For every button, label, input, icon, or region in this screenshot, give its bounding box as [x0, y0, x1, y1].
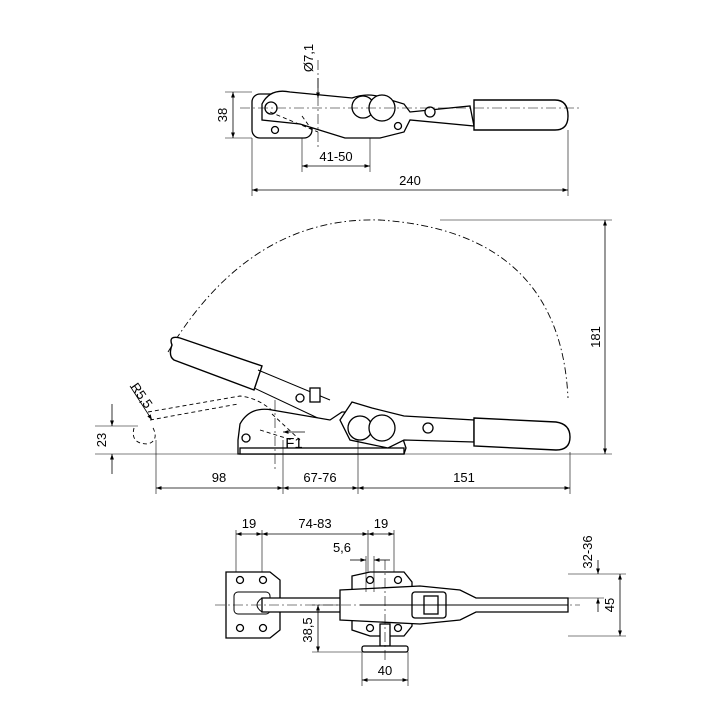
side-swing-arc	[167, 219, 569, 399]
base-plate-hole	[258, 623, 268, 633]
side-body-hole	[295, 393, 305, 403]
base-right-width-label: 19	[374, 516, 388, 531]
side-hidden-internal	[259, 413, 301, 441]
base-view: 19 74-83 19 5,6 32-36 45 38,5 40	[215, 516, 626, 686]
side-view: F1 181 23 R5,5 98 67-76 151	[94, 219, 612, 494]
base-body-hole	[393, 575, 403, 585]
base-plate-hole	[235, 623, 245, 633]
top-hole-2	[393, 121, 403, 131]
top-view: 38 Ø7,1 41-50 240	[215, 44, 580, 196]
base-spacing-label: 74-83	[298, 516, 331, 531]
side-handle-grip	[473, 417, 571, 451]
top-length-label: 240	[399, 173, 421, 188]
top-handle-grip	[473, 99, 569, 131]
side-force-label: F1	[285, 435, 303, 452]
base-body-hole	[365, 623, 375, 633]
side-body-hole	[241, 433, 251, 443]
base-plate-hole	[235, 575, 245, 585]
base-offset-label: 38,5	[300, 617, 315, 642]
side-link-block	[309, 387, 321, 403]
side-hook-height-label: 23	[94, 433, 109, 447]
top-pin-range-label: 41-50	[319, 149, 352, 164]
side-stroke-label: 67-76	[303, 470, 336, 485]
base-overall-height-label: 45	[602, 598, 617, 612]
side-small-pivot	[422, 422, 434, 434]
top-small-pivot	[424, 106, 436, 118]
side-hook-open	[132, 425, 156, 445]
side-radius-leader	[129, 385, 153, 421]
side-main-pivot	[368, 414, 396, 442]
side-raised-handle-grip	[169, 336, 263, 391]
base-slot-label: 5,6	[333, 540, 351, 555]
base-body-hole	[365, 575, 375, 585]
top-diameter-label: Ø7,1	[301, 44, 316, 72]
top-hole-1	[270, 125, 280, 135]
side-radius-label: R5,5	[128, 380, 156, 411]
side-handle-label: 151	[453, 470, 475, 485]
base-body-hole	[393, 623, 403, 633]
top-hidden-link	[269, 111, 319, 133]
side-base-plate	[239, 447, 405, 455]
top-height-label: 38	[215, 108, 230, 122]
side-reach-label: 98	[212, 470, 226, 485]
base-plate-hole	[258, 575, 268, 585]
base-left-width-label: 19	[242, 516, 256, 531]
base-height-range-label: 32-36	[580, 535, 595, 568]
base-width-label: 40	[378, 663, 392, 678]
side-swing-height-label: 181	[588, 326, 603, 348]
